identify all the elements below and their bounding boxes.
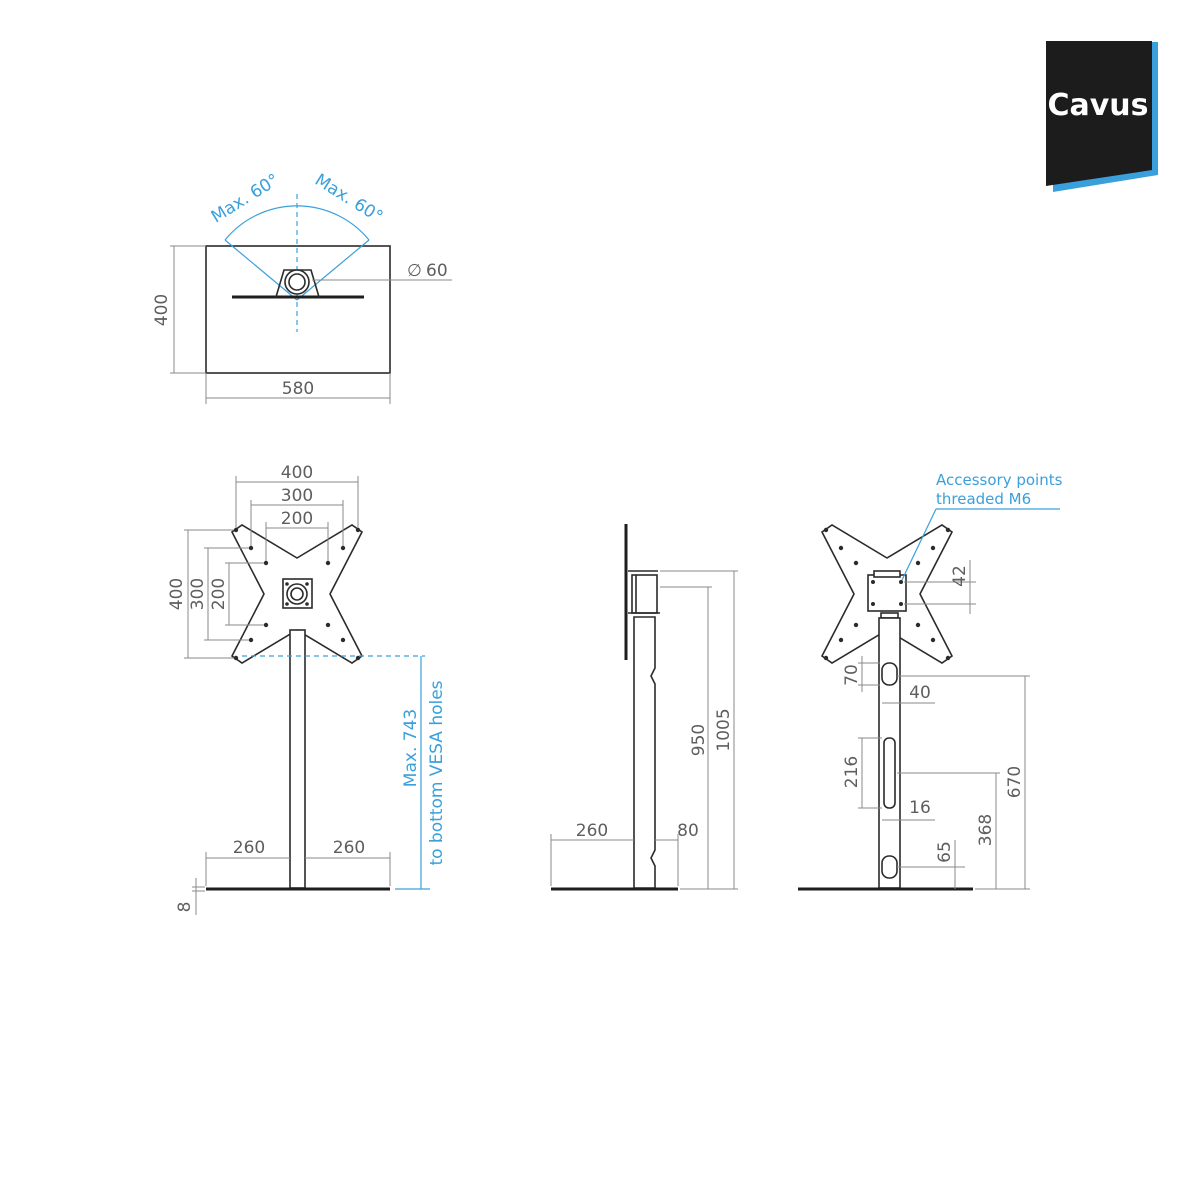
top-view: Max. 60° Max. 60° ∅ 60 400 580 — [152, 170, 452, 404]
diameter-label: 60 — [426, 261, 448, 281]
swivel-right-label: Max. 60° — [311, 170, 386, 227]
max-height-line2: to bottom VESA holes — [427, 680, 447, 865]
vesa-hole — [325, 622, 331, 628]
accessory-point — [899, 602, 903, 606]
vesa-hole — [233, 655, 239, 661]
side-view: 260 80 950 1005 — [550, 524, 738, 891]
side-depth-back: 260 — [576, 821, 608, 841]
side-depth-front: 80 — [677, 821, 699, 841]
vesa-height-400: 400 — [167, 578, 187, 610]
vesa-height-300: 300 — [188, 578, 208, 610]
accessory-point — [899, 580, 903, 584]
vesa-width-300: 300 — [281, 486, 313, 506]
vesa-hole — [233, 527, 239, 533]
base-right-label: 260 — [333, 838, 365, 858]
accessory-point — [871, 602, 875, 606]
vesa-hole — [340, 545, 346, 551]
height-950-label: 950 — [689, 724, 709, 756]
dim-368: 368 — [976, 814, 996, 846]
dim-40: 40 — [909, 683, 931, 703]
vesa-hole — [340, 637, 346, 643]
dim-16: 16 — [909, 798, 931, 818]
vesa-hole — [355, 655, 361, 661]
dim-216: 216 — [842, 756, 862, 788]
accessory-point — [871, 580, 875, 584]
vesa-width-400: 400 — [281, 463, 313, 483]
vesa-hole — [248, 637, 254, 643]
max-height-line1: Max. 743 — [401, 709, 421, 787]
dim-65: 65 — [935, 841, 955, 863]
back-column — [878, 617, 901, 889]
depth-label: 400 — [152, 294, 172, 326]
column — [289, 629, 306, 889]
accessory-line2: threaded M6 — [936, 490, 1031, 508]
logo-text: Cavus — [1047, 88, 1148, 123]
side-column — [633, 616, 656, 889]
accessory-line1: Accessory points — [936, 471, 1063, 489]
accessory-leader — [901, 508, 937, 581]
diameter-symbol: ∅ — [407, 261, 422, 281]
vesa-height-200: 200 — [209, 578, 229, 610]
dim-70: 70 — [842, 664, 862, 686]
height-1005-label: 1005 — [714, 708, 734, 751]
dim-42: 42 — [950, 565, 970, 587]
width-label: 580 — [282, 379, 314, 399]
cavus-logo: Cavus — [1046, 41, 1158, 192]
front-view: 400 300 200 400 300 200 Max. 743 to bott… — [167, 463, 447, 915]
cable-opening-top — [881, 662, 898, 686]
swivel-left-label: Max. 60° — [208, 170, 283, 227]
back-view: Accessory points threaded M6 42 70 40 21… — [798, 471, 1063, 891]
swivel-arc — [224, 205, 370, 241]
vesa-hole — [355, 527, 361, 533]
vesa-width-200: 200 — [281, 509, 313, 529]
vesa-hole — [248, 545, 254, 551]
cable-slot — [883, 737, 896, 809]
base-plate-outline — [205, 245, 391, 374]
vesa-hole — [263, 560, 269, 566]
base-thickness-label: 8 — [175, 902, 195, 913]
vesa-hole — [263, 622, 269, 628]
vesa-hole — [325, 560, 331, 566]
base-left-label: 260 — [233, 838, 265, 858]
dim-670: 670 — [1005, 766, 1025, 798]
